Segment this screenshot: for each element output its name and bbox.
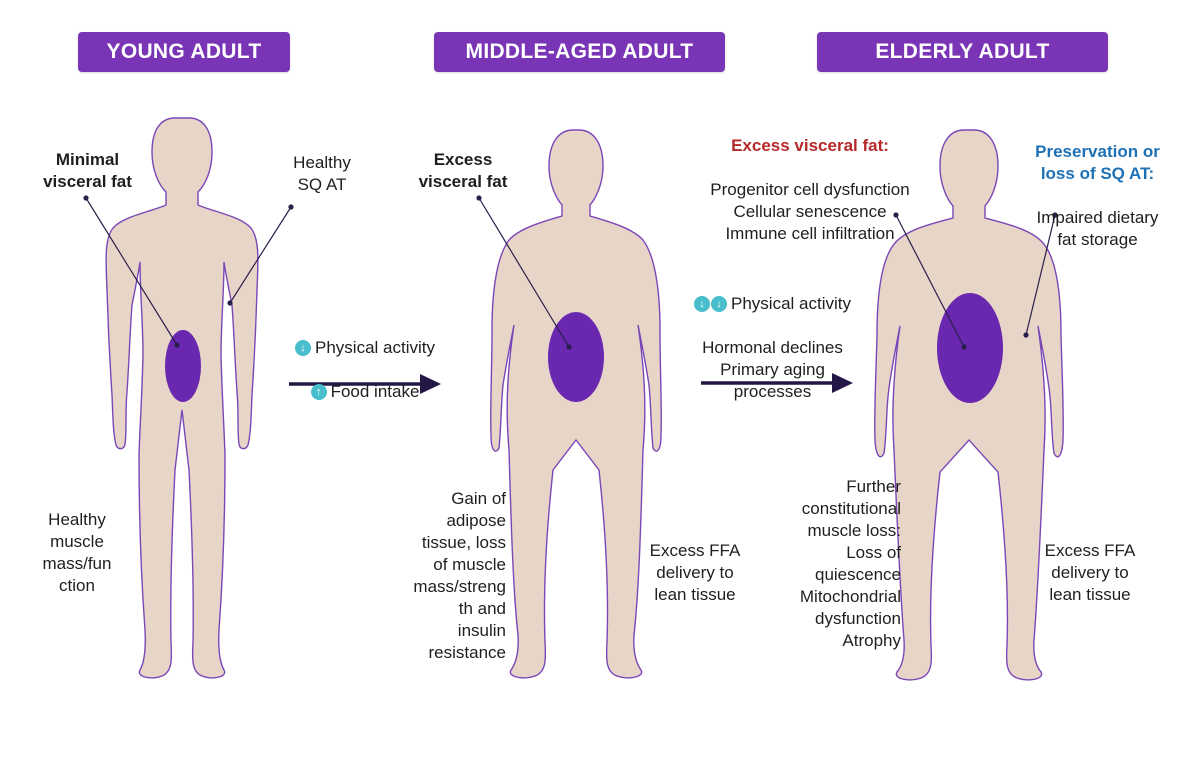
transition-2-physical-activity: ↓ ↓ Physical activity	[660, 293, 885, 315]
transition-arrow-1	[289, 374, 441, 394]
young-visceral-fat	[165, 330, 201, 402]
elderly-sq-items: Impaired dietary fat storage	[1036, 208, 1159, 249]
middle-gain-label: Gain of adipose tissue, loss of muscle m…	[413, 489, 506, 662]
elderly-visceral-block: Excess visceral fat: Progenitor cell dys…	[670, 113, 950, 267]
arrow-down-icon: ↓	[711, 296, 727, 312]
middle-ffa-label: Excess FFA delivery to lean tissue	[649, 541, 741, 604]
elderly-visceral-title: Excess visceral fat:	[731, 136, 889, 155]
young-sq-at-label: Healthy SQ AT	[293, 153, 351, 194]
food-intake-text: Food intake	[330, 382, 420, 401]
young-visceral-leader	[85, 197, 178, 346]
transition-1-physical-activity: ↓ Physical activity	[270, 337, 460, 359]
transition-arrow-2	[701, 373, 853, 393]
elderly-sq-title: Preservation or loss of SQ AT:	[1035, 142, 1160, 183]
physical-activity-text: Physical activity	[731, 294, 851, 313]
transition-1-food-intake: ↑ Food intake	[270, 381, 460, 403]
elderly-adult-header: ELDERLY ADULT	[817, 32, 1108, 72]
elderly-sq-block: Preservation or loss of SQ AT: Impaired …	[1010, 119, 1185, 273]
elderly-sq-leader	[1025, 214, 1056, 336]
transition-2-other-factors: Hormonal declines Primary aging processe…	[702, 338, 843, 401]
elderly-ffa-label: Excess FFA delivery to lean tissue	[1044, 541, 1136, 604]
middle-visceral-fat-label: Excess visceral fat	[418, 150, 508, 191]
elderly-visceral-fat	[937, 293, 1003, 403]
elderly-visceral-leader	[895, 214, 965, 348]
arrow-up-icon: ↑	[310, 384, 327, 400]
middle-aged-adult-header: MIDDLE-AGED ADULT	[434, 32, 725, 72]
elderly-visceral-items: Progenitor cell dysfunction Cellular sen…	[710, 180, 910, 243]
transition-1-factors: ↓ Physical activity ↑ Food intake	[270, 315, 460, 425]
elderly-muscle-label: Further constitutional muscle loss: Loss…	[799, 477, 901, 650]
arrow-down-icon: ↓	[694, 296, 710, 312]
young-muscle-label: Healthy muscle mass/fun ction	[42, 510, 112, 595]
transition-2-factors: ↓ ↓ Physical activity Hormonal declines …	[660, 271, 885, 425]
young-sq-leader	[229, 206, 292, 304]
young-visceral-fat-label: Minimal visceral fat	[43, 150, 132, 191]
arrow-down-icon: ↓	[295, 340, 311, 356]
young-adult-header: YOUNG ADULT	[78, 32, 290, 72]
middle-visceral-leader	[478, 197, 570, 348]
physical-activity-text: Physical activity	[315, 338, 435, 357]
